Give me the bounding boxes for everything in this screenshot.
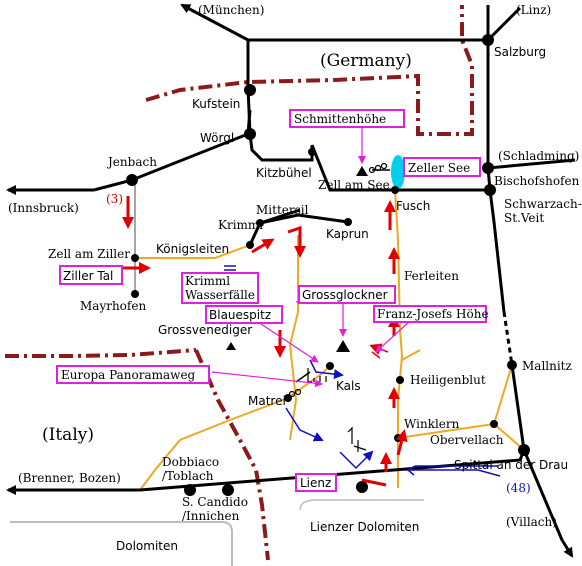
town-krimml: Krimml xyxy=(218,218,263,232)
peak-grossvenediger-icon xyxy=(226,342,236,350)
station-zell-am-ziller xyxy=(131,254,139,262)
town-spittal: Spittal an der Drau xyxy=(454,458,568,472)
station-mayrhofen xyxy=(131,290,139,298)
town-mallnitz: Mallnitz xyxy=(522,359,572,373)
box-ziller-tal: Ziller Tal xyxy=(63,269,113,283)
town-dobbiaco-2: /Toblach xyxy=(162,469,214,483)
station-lienz xyxy=(356,481,368,493)
direction-brenner: (Brenner, Bozen) xyxy=(18,471,121,485)
stations xyxy=(126,34,530,496)
station-s-candido xyxy=(222,484,234,496)
town-zell-am-see: Zell am See xyxy=(318,178,390,192)
station-kitzbuehel xyxy=(308,148,316,156)
station-kufstein xyxy=(244,84,256,96)
roads xyxy=(135,189,525,491)
town-dobbiaco-1: Dobbiaco xyxy=(162,455,219,469)
town-s-candido-2: /Innichen xyxy=(182,509,240,523)
town-mayrhofen: Mayrhofen xyxy=(80,299,146,313)
direction-innsbruck: (Innsbruck) xyxy=(8,201,79,215)
town-mittersill: Mittersil xyxy=(256,203,309,217)
region-italy: (Italy) xyxy=(42,425,94,445)
town-heiligenblut: Heiligenblut xyxy=(410,373,486,387)
label-leaders xyxy=(211,125,411,388)
town-fusch: Fusch xyxy=(396,199,430,213)
station-bischofshofen xyxy=(482,162,494,174)
town-kufstein: Kufstein xyxy=(192,97,240,111)
label-boxes xyxy=(56,109,487,492)
station-jenbach xyxy=(126,174,138,186)
box-grossglockner: Grossglockner xyxy=(302,288,388,302)
peak-grossglockner-icon xyxy=(336,340,350,352)
town-grossvenediger: Grossvenediger xyxy=(158,323,252,337)
station-mallnitz xyxy=(507,360,517,370)
town-matrei: Matrei xyxy=(248,394,286,408)
town-schwarzach-2: St.Veit xyxy=(504,211,544,225)
box-krimml-wasserfaelle-1: Krimml xyxy=(185,274,230,288)
station-spittal xyxy=(518,444,530,456)
box-europa-panoramaweg: Europa Panoramaweg xyxy=(61,368,196,382)
direction-muenchen: (München) xyxy=(198,3,264,17)
station-schwarzach xyxy=(484,184,496,196)
town-obervellach: Obervellach xyxy=(430,433,504,447)
town-woergl: Wörgl xyxy=(200,131,234,145)
town-s-candido-1: S. Candido xyxy=(182,495,248,509)
station-obervellach xyxy=(490,420,498,428)
direction-villach: (Villach) xyxy=(506,515,557,529)
station-dobbiaco xyxy=(184,484,196,496)
red-route-arrows xyxy=(120,196,408,487)
station-krimml xyxy=(246,241,254,249)
box-blauespitz: Blauespitz xyxy=(209,308,271,322)
town-kitzbuehel: Kitzbühel xyxy=(256,166,312,180)
town-dolomiten: Dolomiten xyxy=(116,539,178,553)
station-salzburg xyxy=(482,34,494,46)
town-ferleiten: Ferleiten xyxy=(404,269,459,283)
valley-lines xyxy=(10,499,424,566)
direction-schladming: (Schladming) xyxy=(498,149,579,163)
town-salzburg: Salzburg xyxy=(494,45,546,59)
mountain-peaks xyxy=(226,166,368,352)
route-note-48: (48) xyxy=(506,481,531,495)
town-jenbach: Jenbach xyxy=(106,155,157,169)
region-germany: (Germany) xyxy=(320,51,412,71)
station-heiligenblut xyxy=(396,376,404,384)
station-kaprun xyxy=(344,218,352,226)
peak-schmittenhoehe-icon xyxy=(356,166,368,176)
town-zell-am-ziller: Zell am Ziller xyxy=(48,247,130,261)
station-zell-am-see xyxy=(391,186,399,194)
box-krimml-wasserfaelle-2: Wasserfälle xyxy=(185,288,255,302)
town-lienzer-dolomiten: Lienzer Dolomiten xyxy=(310,520,419,534)
zeller-see-lake xyxy=(391,155,405,189)
box-zeller-see: Zeller See xyxy=(408,161,470,175)
route-note-3: (3) xyxy=(106,192,123,206)
box-schmittenhoehe: Schmittenhöhe xyxy=(294,112,386,126)
station-woergl xyxy=(244,128,256,140)
town-kals: Kals xyxy=(336,379,361,393)
national-borders xyxy=(5,5,474,561)
station-mittersill xyxy=(256,219,264,227)
station-kals xyxy=(326,362,334,370)
waterfall-icon xyxy=(224,265,236,271)
town-kaprun: Kaprun xyxy=(326,227,369,241)
box-franz-josefs-hoehe: Franz-Josefs Höhe xyxy=(377,307,489,321)
town-schwarzach-1: Schwarzach- xyxy=(504,197,582,211)
direction-linz: (Linz) xyxy=(516,3,551,17)
town-bischofshofen: Bischofshofen xyxy=(494,174,580,188)
town-winklern: Winklern xyxy=(404,417,460,431)
box-lienz: Lienz xyxy=(300,476,331,490)
town-koenigsleiten: Königsleiten xyxy=(156,242,229,256)
blue-route-arrows xyxy=(285,359,501,477)
